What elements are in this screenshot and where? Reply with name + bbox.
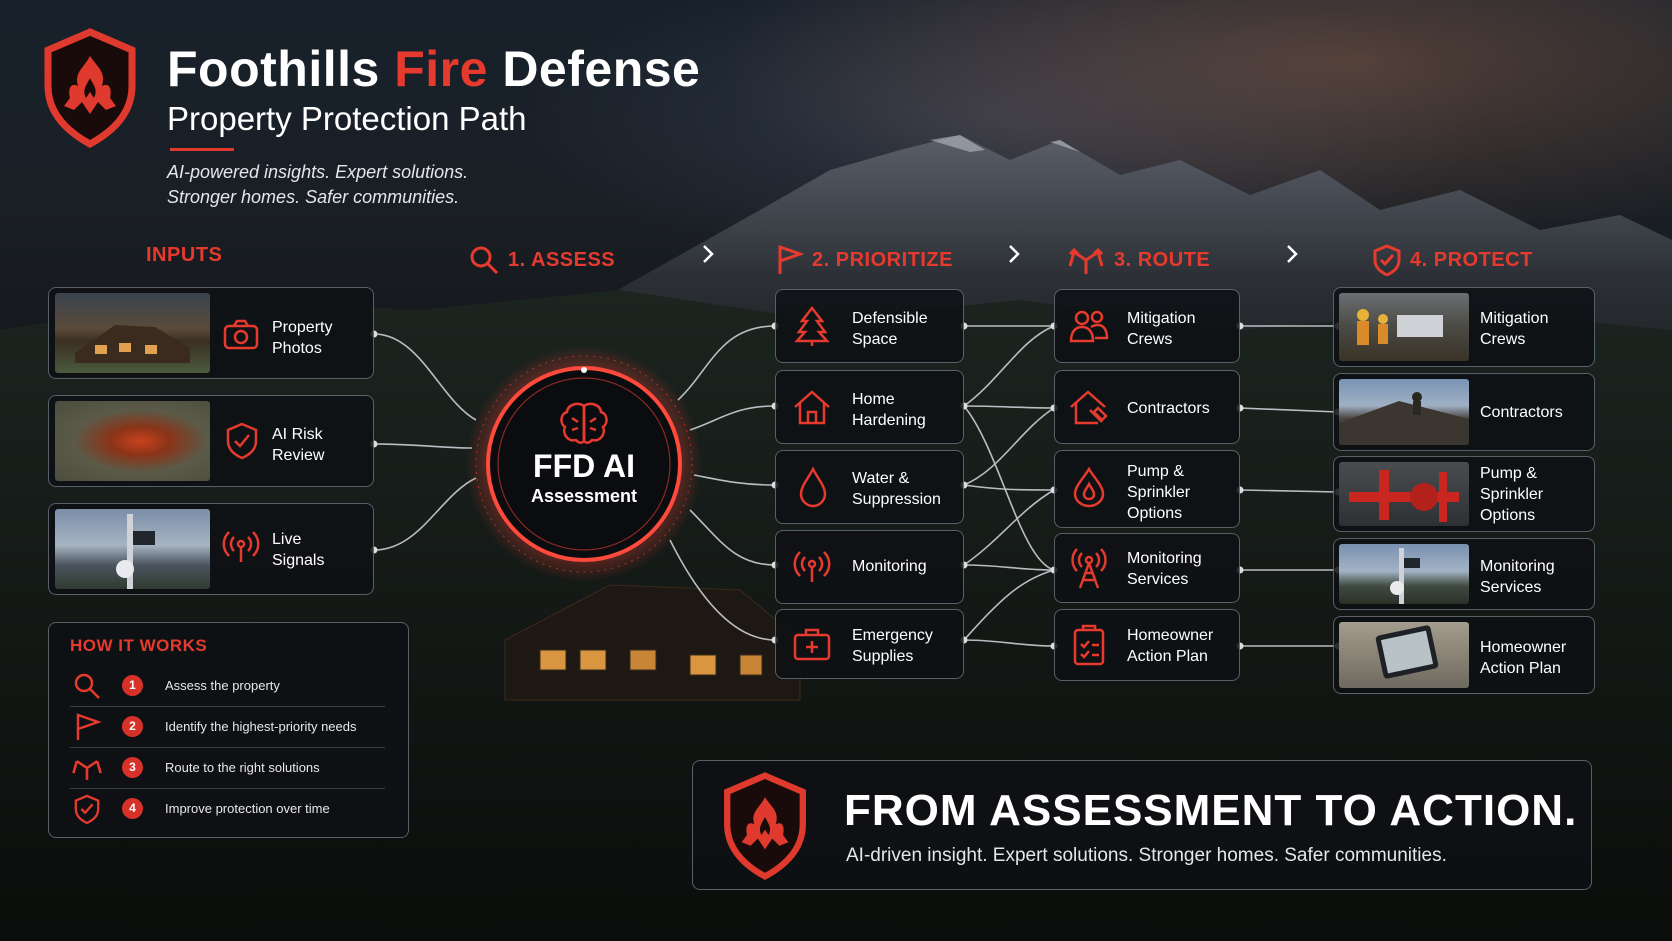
route-card-mitigation-crews[interactable] [1054, 289, 1240, 363]
protect-label: Contractors [1480, 404, 1563, 421]
shield-check-icon [226, 422, 258, 460]
tower-icon [1071, 548, 1107, 589]
chevron-right-icon [1009, 245, 1020, 263]
monitoring-services-photo [1339, 544, 1469, 604]
contractors-photo [1339, 379, 1469, 445]
flag-icon [778, 244, 804, 274]
route-card-monitoring-services[interactable] [1054, 533, 1240, 603]
mitigation-crews-photo [1339, 293, 1469, 361]
search-icon [470, 246, 499, 275]
tagline: AI-powered insights. Expert solutions. S… [167, 162, 469, 207]
shield-check-icon [1373, 244, 1401, 276]
divider [70, 747, 385, 748]
title-accent: Fire [394, 41, 488, 97]
hub-subtitle: Assessment [530, 486, 638, 506]
how-it-works-step: 2 Identify the highest-priority needs [70, 706, 400, 746]
risk-map-thumbnail [55, 401, 210, 481]
clipboard-icon [1073, 624, 1105, 666]
signal-icon [793, 551, 831, 582]
cta-title: FROM ASSESSMENT TO ACTION. [844, 786, 1578, 835]
hub-title: FFD AI [533, 448, 635, 484]
tree-icon [794, 305, 830, 346]
house-icon [794, 390, 830, 425]
route-label: Contractors [1127, 400, 1210, 417]
prioritize-card-home-hardening[interactable] [775, 370, 964, 444]
column-head-inputs: INPUTS [146, 244, 223, 266]
search-icon [74, 673, 100, 699]
how-it-works-step: 4 Improve protection over time [70, 788, 400, 828]
prioritize-label: Water &Suppression [852, 470, 941, 508]
drop-shield-icon [1073, 466, 1105, 508]
home-illustration [504, 584, 801, 701]
pump-sprinkler-photo [1339, 462, 1469, 526]
divider [70, 788, 385, 789]
how-it-works-step: 1 Assess the property [70, 665, 400, 705]
chevron-right-icon [1287, 245, 1298, 263]
route-icon [72, 760, 102, 780]
page-title: Foothills Fire Defense [167, 41, 701, 97]
column-head-route: 3. ROUTE [1066, 244, 1210, 276]
first-aid-icon [793, 628, 831, 661]
prioritize-label: Monitoring [852, 558, 927, 575]
shield-check-icon [74, 794, 100, 825]
people-icon [1069, 310, 1109, 343]
ffd-shield-logo-icon [724, 772, 806, 880]
page-subtitle: Property Protection Path [167, 100, 527, 137]
homeowner-tablet-photo [1339, 622, 1469, 688]
cta-panel [692, 760, 1592, 890]
divider [70, 706, 385, 707]
column-head-protect: 4. PROTECT [1372, 244, 1533, 276]
house-tools-icon [1070, 390, 1108, 425]
ffd-shield-logo-icon [44, 28, 136, 148]
route-icon [1068, 247, 1104, 274]
title-divider [170, 148, 234, 151]
how-it-works-step: 3 Route to the right solutions [70, 747, 400, 787]
water-drop-icon [799, 466, 827, 508]
camera-icon [223, 319, 259, 350]
route-card-contractors[interactable] [1054, 370, 1240, 444]
brain-icon [560, 402, 608, 444]
prioritize-card-defensible-space[interactable] [775, 289, 964, 363]
prioritize-card-emergency-supplies[interactable] [775, 609, 964, 679]
prioritize-card-water-suppression[interactable] [775, 450, 964, 524]
cta-subtitle: AI-driven insight. Expert solutions. Str… [846, 845, 1447, 866]
how-it-works-title: HOW IT WORKS [70, 636, 208, 655]
column-head-prioritize: 2. PRIORITIZE [776, 244, 953, 276]
flag-icon [76, 713, 102, 740]
prioritize-card-monitoring[interactable] [775, 530, 964, 604]
property-photo-thumbnail [55, 293, 210, 373]
how-it-works-panel [48, 622, 409, 838]
sensor-thumbnail [55, 509, 210, 589]
chevron-right-icon [703, 245, 714, 263]
column-head-assess: 1. ASSESS [468, 244, 615, 276]
signal-icon [222, 531, 260, 562]
